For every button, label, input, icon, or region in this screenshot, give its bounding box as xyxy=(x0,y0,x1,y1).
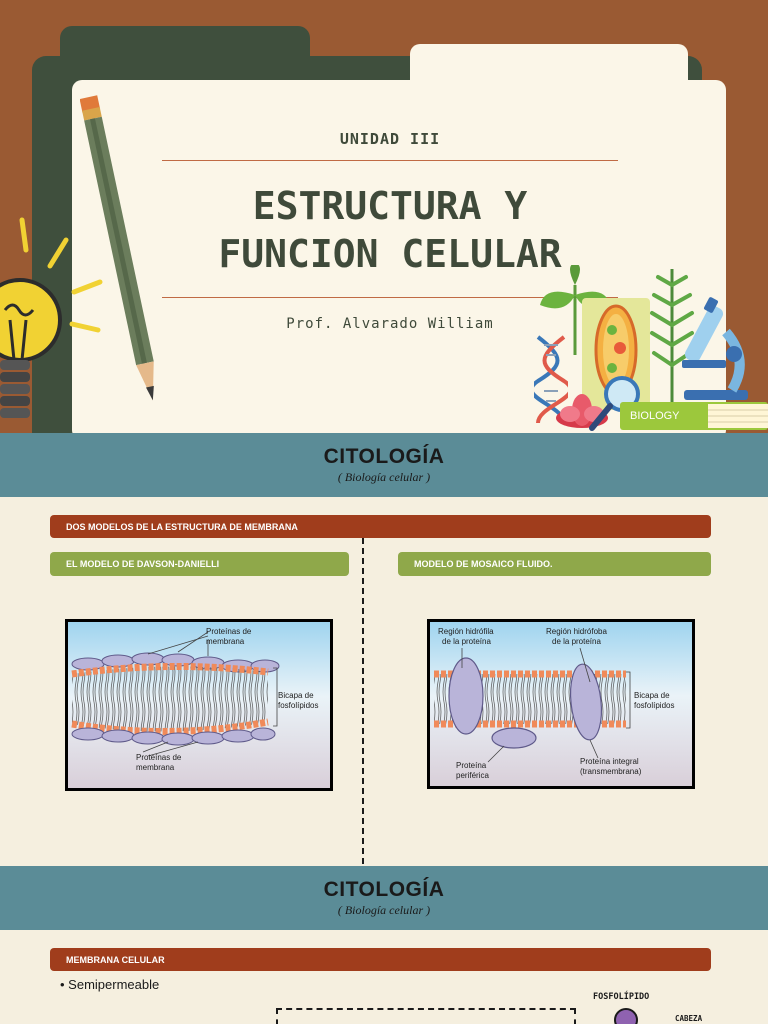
davson-danielli-diagram: Proteínas de membrana Bicapa de fosfolíp… xyxy=(65,619,333,791)
banner-heading: CITOLOGÍA xyxy=(323,445,445,468)
fern-icon xyxy=(650,269,694,403)
dna-icon xyxy=(534,335,568,424)
cover-section: UNIDAD III ESTRUCTURA Y FUNCION CELULAR … xyxy=(0,0,768,433)
semipermeable-bullet: • Semipermeable xyxy=(60,977,160,992)
cell-membrane-bar: MEMBRANA CELULAR xyxy=(50,948,711,971)
phospholipid-head-icon xyxy=(614,1008,638,1024)
divider-bottom xyxy=(162,297,618,298)
books-icon xyxy=(620,402,768,430)
fluid-mosaic-diagram: Región hidrófila de la proteína Región h… xyxy=(427,619,695,789)
integral-label-2: (transmembrana) xyxy=(580,767,642,776)
peripheral-label-1: Proteína xyxy=(456,761,487,770)
bottom-protein-label-2: membrana xyxy=(136,763,175,772)
phospholipid-title: FOSFOLÍPIDO xyxy=(593,992,650,1002)
title-line-1: ESTRUCTURA Y xyxy=(252,184,528,228)
bottom-protein-label-1: Proteínas de xyxy=(136,753,182,762)
section-divider xyxy=(362,538,364,864)
hydrophobic-label-1: Región hidrófoba xyxy=(546,627,607,636)
bilayer-label-1: Bicapa de xyxy=(634,691,670,700)
hydrophobic-label-2: de la proteína xyxy=(552,637,601,646)
hydrophilic-label-2: de la proteína xyxy=(442,637,491,646)
banner-subheading: ( Biología celular ) xyxy=(337,470,431,484)
bilayer-label-2: fosfolípidos xyxy=(634,701,674,710)
head-label: CABEZA xyxy=(675,1014,703,1023)
citologia-banner-1: CITOLOGÍA ( Biología celular ) xyxy=(0,433,768,497)
pencil-icon xyxy=(80,95,154,401)
book-label: BIOLOGY xyxy=(630,410,680,422)
unit-label: UNIDAD III xyxy=(339,130,441,148)
cell-specimen-icon xyxy=(582,298,650,410)
microscope-icon xyxy=(682,297,748,400)
peripheral-label-2: periférica xyxy=(456,771,489,780)
title-line-2: FUNCION CELULAR xyxy=(218,232,562,276)
divider-top xyxy=(162,160,618,161)
fluid-mosaic-title: MODELO DE MOSAICO FLUIDO. xyxy=(398,552,711,576)
lightbulb-icon xyxy=(0,217,103,418)
top-protein-label-1: Proteínas de xyxy=(206,627,252,636)
davson-danielli-title: EL MODELO DE DAVSON-DANIELLI xyxy=(50,552,349,576)
membrane-models-bar: DOS MODELOS DE LA ESTRUCTURA DE MEMBRANA xyxy=(50,515,711,538)
bilayer-label-1: Bicapa de xyxy=(278,691,314,700)
phospholipid-diagram-frame xyxy=(276,1008,576,1024)
bilayer-label-2: fosfolípidos xyxy=(278,701,318,710)
banner-heading: CITOLOGÍA xyxy=(323,878,445,901)
hydrophilic-label-1: Región hidrófila xyxy=(438,627,494,636)
page-title: ESTRUCTURA Y FUNCION CELULAR xyxy=(160,182,620,278)
citologia-banner-2: CITOLOGÍA ( Biología celular ) xyxy=(0,866,768,930)
professor-name: Prof. Alvarado William xyxy=(286,316,494,332)
banner-subheading: ( Biología celular ) xyxy=(337,903,431,917)
top-protein-label-2: membrana xyxy=(206,637,245,646)
integral-label-1: Proteína integral xyxy=(580,757,639,766)
